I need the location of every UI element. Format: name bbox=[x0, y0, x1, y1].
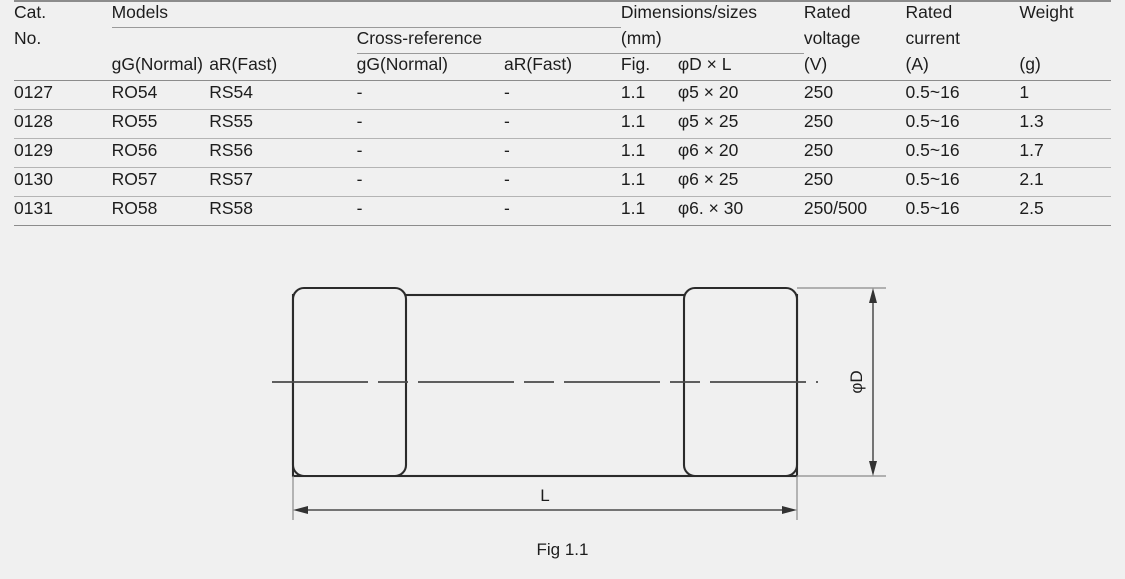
cell-xref-ar-fast: - bbox=[504, 80, 621, 110]
header-row-group: Cat. Models Dimensions/sizes Rated Rated… bbox=[14, 0, 1111, 28]
header-weight-spacer bbox=[1019, 28, 1111, 54]
cell-cat-no: 0131 bbox=[14, 196, 112, 226]
header-diameter-length: φD × L bbox=[677, 53, 804, 81]
cell-fig: 1.1 bbox=[620, 167, 678, 197]
header-models-group: Models bbox=[111, 0, 621, 28]
header-cross-reference-group: Cross-reference bbox=[356, 27, 621, 54]
cell-dimensions: φ6. × 30 bbox=[677, 196, 804, 226]
header-gg-normal: gG(Normal) bbox=[111, 53, 210, 81]
cell-weight: 1.3 bbox=[1019, 109, 1111, 139]
header-current-unit: (A) bbox=[905, 53, 1020, 81]
length-arrow-left bbox=[293, 506, 308, 514]
cell-gg-normal: RO57 bbox=[111, 167, 210, 197]
length-label: L bbox=[540, 486, 549, 505]
figure-caption: Fig 1.1 bbox=[536, 540, 589, 559]
header-xref-ar-fast: aR(Fast) bbox=[504, 53, 621, 81]
cell-rated-current: 0.5~16 bbox=[905, 80, 1020, 110]
cell-weight: 2.5 bbox=[1019, 196, 1111, 226]
table-header: Cat. Models Dimensions/sizes Rated Rated… bbox=[14, 0, 1111, 81]
cell-rated-voltage: 250 bbox=[803, 167, 906, 197]
cell-ar-fast: RS57 bbox=[209, 167, 357, 197]
cell-rated-voltage: 250 bbox=[803, 80, 906, 110]
cell-weight: 1 bbox=[1019, 80, 1111, 110]
header-rated-current-line2: current bbox=[905, 27, 961, 48]
cell-dimensions: φ6 × 20 bbox=[677, 138, 804, 168]
header-fig: Fig. bbox=[620, 53, 678, 81]
cell-weight: 1.7 bbox=[1019, 138, 1111, 168]
header-cat-no-line1: Cat. bbox=[14, 0, 112, 28]
header-ar-fast: aR(Fast) bbox=[209, 53, 357, 81]
header-cat-no-line2: No. bbox=[14, 27, 42, 48]
cell-dimensions: φ5 × 20 bbox=[677, 80, 804, 110]
diameter-arrow-top bbox=[869, 288, 877, 303]
cell-gg-normal: RO56 bbox=[111, 138, 210, 168]
cell-gg-normal: RO54 bbox=[111, 80, 210, 110]
cell-rated-voltage: 250 bbox=[803, 109, 906, 139]
cell-rated-current: 0.5~16 bbox=[905, 138, 1020, 168]
fuse-spec-table: Cat. Models Dimensions/sizes Rated Rated… bbox=[14, 0, 1111, 226]
cell-rated-voltage: 250 bbox=[803, 138, 906, 168]
cell-ar-fast: RS56 bbox=[209, 138, 357, 168]
cell-cat-no: 0129 bbox=[14, 138, 112, 168]
length-arrow-right bbox=[782, 506, 797, 514]
header-models-spacer bbox=[112, 28, 357, 54]
cell-weight: 2.1 bbox=[1019, 167, 1111, 197]
cell-rated-current: 0.5~16 bbox=[905, 109, 1020, 139]
cell-gg-normal: RO58 bbox=[111, 196, 210, 226]
fuse-drawing-svg: φD L bbox=[272, 286, 886, 520]
cell-xref-ar-fast: - bbox=[504, 196, 621, 226]
cell-fig: 1.1 bbox=[620, 80, 678, 110]
cell-rated-voltage: 250/500 bbox=[803, 196, 906, 226]
cell-rated-current: 0.5~16 bbox=[905, 196, 1020, 226]
cell-xref-gg-normal: - bbox=[356, 80, 504, 110]
header-rated-voltage-line1: Rated bbox=[803, 0, 906, 28]
cell-fig: 1.1 bbox=[620, 196, 678, 226]
fuse-technical-drawing: φD L Fig 1.1 bbox=[0, 258, 1125, 579]
header-row-subgroup: No. Cross-reference (mm) voltage current bbox=[14, 27, 1111, 54]
cell-xref-ar-fast: - bbox=[504, 138, 621, 168]
cell-xref-gg-normal: - bbox=[356, 138, 504, 168]
cell-xref-gg-normal: - bbox=[356, 196, 504, 226]
cell-gg-normal: RO55 bbox=[111, 109, 210, 139]
header-weight-unit: (g) bbox=[1019, 53, 1111, 81]
cell-fig: 1.1 bbox=[620, 138, 678, 168]
header-rated-voltage-line2: voltage bbox=[803, 27, 861, 48]
cell-cat-no: 0127 bbox=[14, 80, 112, 110]
header-weight: Weight bbox=[1019, 0, 1111, 28]
cell-rated-current: 0.5~16 bbox=[905, 167, 1020, 197]
header-rated-current-line1: Rated bbox=[905, 0, 1020, 28]
cell-ar-fast: RS55 bbox=[209, 109, 357, 139]
header-cat-no-spacer bbox=[14, 53, 112, 81]
cell-ar-fast: RS58 bbox=[209, 196, 357, 226]
cell-cat-no: 0128 bbox=[14, 109, 112, 139]
diameter-label: φD bbox=[847, 370, 866, 393]
cell-cat-no: 0130 bbox=[14, 167, 112, 197]
header-dimensions-line2: (mm) bbox=[620, 27, 804, 54]
cell-xref-ar-fast: - bbox=[504, 109, 621, 139]
header-row-units: gG(Normal) aR(Fast) gG(Normal) aR(Fast) … bbox=[14, 53, 1111, 81]
cell-dimensions: φ5 × 25 bbox=[677, 109, 804, 139]
spec-table-container: Cat. Models Dimensions/sizes Rated Rated… bbox=[0, 0, 1125, 226]
cell-xref-gg-normal: - bbox=[356, 167, 504, 197]
cell-dimensions: φ6 × 25 bbox=[677, 167, 804, 197]
cell-xref-ar-fast: - bbox=[504, 167, 621, 197]
header-xref-gg-normal: gG(Normal) bbox=[356, 53, 504, 81]
header-dimensions-line1: Dimensions/sizes bbox=[620, 0, 804, 28]
header-voltage-unit: (V) bbox=[803, 53, 906, 81]
cell-xref-gg-normal: - bbox=[356, 109, 504, 139]
diameter-arrow-bottom bbox=[869, 461, 877, 476]
cell-fig: 1.1 bbox=[620, 109, 678, 139]
cell-ar-fast: RS54 bbox=[209, 80, 357, 110]
